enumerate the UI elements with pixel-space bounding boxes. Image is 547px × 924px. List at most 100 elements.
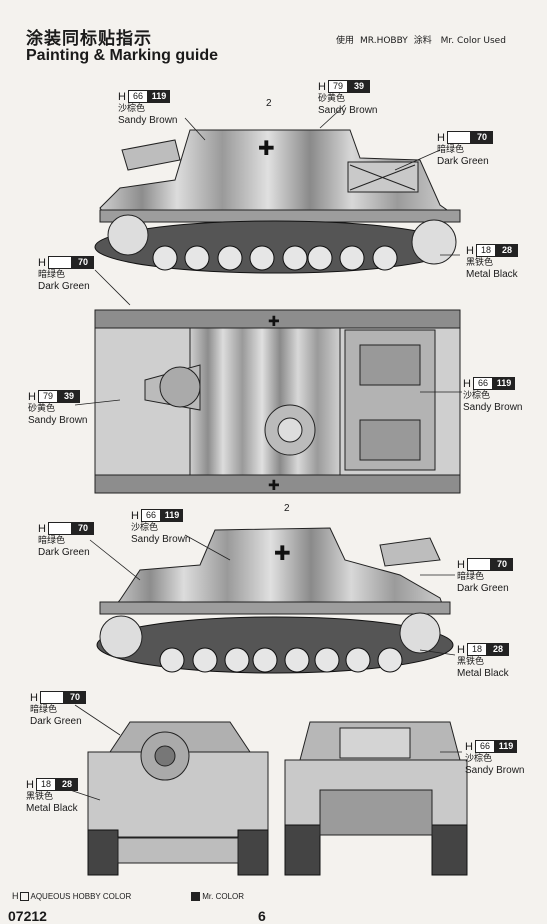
legend-hobby-label: AQUEOUS HOBBY COLOR — [30, 891, 132, 901]
hobby-code — [47, 522, 72, 535]
color-name-cn: 暗绿色 — [38, 536, 66, 546]
color-name-en: Sandy Brown — [318, 105, 378, 116]
color-name-cn: 沙棕色 — [465, 754, 493, 764]
hobby-code — [39, 691, 64, 704]
svg-text:✚: ✚ — [258, 138, 275, 160]
h-prefix: H — [118, 90, 126, 103]
mr-swatch-icon — [191, 891, 201, 901]
legend-mr-label: Mr. COLOR — [202, 891, 245, 901]
hobby-swatch-icon — [19, 891, 29, 901]
hobby-code: 66 — [140, 509, 161, 522]
legend-mr: Mr. COLOR — [191, 891, 245, 901]
hobby-code: 79 — [327, 80, 348, 93]
used-en: Mr. Color Used — [440, 36, 506, 46]
leader-lines — [69, 104, 462, 801]
color-name-cn: 暗绿色 — [457, 572, 485, 582]
h-prefix: H — [457, 558, 465, 571]
side-view-right: ✚ — [96, 527, 454, 674]
title-english: Painting & Marking guide — [26, 47, 219, 64]
color-name-cn: 沙棕色 — [118, 104, 146, 114]
h-prefix: H — [38, 256, 46, 269]
used-cn2: 涂料 — [413, 36, 432, 46]
position-number: 2 — [266, 98, 272, 109]
mr-color-code: 70 — [71, 522, 94, 535]
h-prefix: H — [457, 643, 465, 656]
position-number: 2 — [284, 503, 290, 514]
color-name-en: Sandy Brown — [131, 534, 191, 545]
h-prefix: H — [466, 244, 474, 257]
h-prefix: H — [318, 80, 326, 93]
side-view-left: ✚ — [94, 129, 461, 274]
mr-color-code: 28 — [495, 244, 518, 257]
legend-hobby: H AQUEOUS HOBBY COLOR — [12, 891, 131, 901]
color-name-en: Metal Black — [466, 269, 518, 280]
h-prefix: H — [437, 131, 445, 144]
color-name-cn: 黑铁色 — [457, 657, 485, 667]
hobby-code: 66 — [474, 740, 495, 753]
product-number: 07212 — [8, 908, 47, 924]
color-name-cn: 暗绿色 — [38, 270, 66, 280]
mr-color-code: 39 — [347, 80, 370, 93]
mr-color-code: 119 — [494, 740, 517, 753]
front-view — [87, 721, 269, 876]
color-name-en: Dark Green — [38, 547, 90, 558]
hobby-code: 18 — [466, 643, 487, 656]
mr-color-code: 119 — [147, 90, 170, 103]
color-name-cn: 黑铁色 — [26, 792, 54, 802]
color-name-en: Sandy Brown — [118, 115, 178, 126]
h-prefix: H — [463, 377, 471, 390]
rear-view — [284, 721, 468, 876]
color-name-en: Dark Green — [437, 156, 489, 167]
color-name-cn: 砂黄色 — [28, 404, 56, 414]
used-cn: 使用 — [336, 36, 355, 46]
mr-color-code: 28 — [55, 778, 78, 791]
h-prefix: H — [465, 740, 473, 753]
color-name-en: Metal Black — [457, 668, 509, 679]
color-name-cn: 沙棕色 — [131, 523, 159, 533]
top-view: ✚ ✚ — [94, 309, 461, 494]
hobby-code: 66 — [127, 90, 148, 103]
h-prefix: H — [38, 522, 46, 535]
mr-color-code: 70 — [470, 131, 493, 144]
mr-color-code: 70 — [63, 691, 86, 704]
svg-text:✚: ✚ — [274, 543, 291, 565]
h-prefix: H — [28, 390, 36, 403]
colors-used-note: 使用 MR.HOBBY 涂料 Mr. Color Used — [336, 33, 512, 46]
color-name-en: Sandy Brown — [463, 402, 523, 413]
hobby-code: 18 — [475, 244, 496, 257]
svg-text:✚: ✚ — [268, 477, 280, 493]
callout-top-dark-green: H 70 暗绿色 Dark Green — [437, 131, 493, 168]
color-name-en: Metal Black — [26, 803, 78, 814]
page-number: 6 — [258, 908, 266, 924]
legend-h: H — [12, 891, 19, 901]
mr-color-code: 39 — [57, 390, 80, 403]
mr-color-code: 28 — [486, 643, 509, 656]
hobby-code — [446, 131, 471, 144]
callout-side2-dark-green: H 70 暗绿色 Dark Green — [38, 522, 94, 559]
color-name-en: Dark Green — [30, 716, 82, 727]
mr-color-code: 119 — [160, 509, 183, 522]
color-name-en: Sandy Brown — [28, 415, 88, 426]
color-name-cn: 暗绿色 — [437, 145, 465, 155]
hobby-code: 66 — [472, 377, 493, 390]
color-legend: H AQUEOUS HOBBY COLOR Mr. COLOR — [12, 891, 304, 901]
hobby-code: 79 — [37, 390, 58, 403]
mr-color-code: 70 — [71, 256, 94, 269]
color-name-en: Dark Green — [457, 583, 509, 594]
used-brand: MR.HOBBY — [360, 36, 408, 46]
color-name-en: Sandy Brown — [465, 765, 525, 776]
hobby-code: 18 — [35, 778, 56, 791]
svg-text:✚: ✚ — [268, 313, 280, 329]
